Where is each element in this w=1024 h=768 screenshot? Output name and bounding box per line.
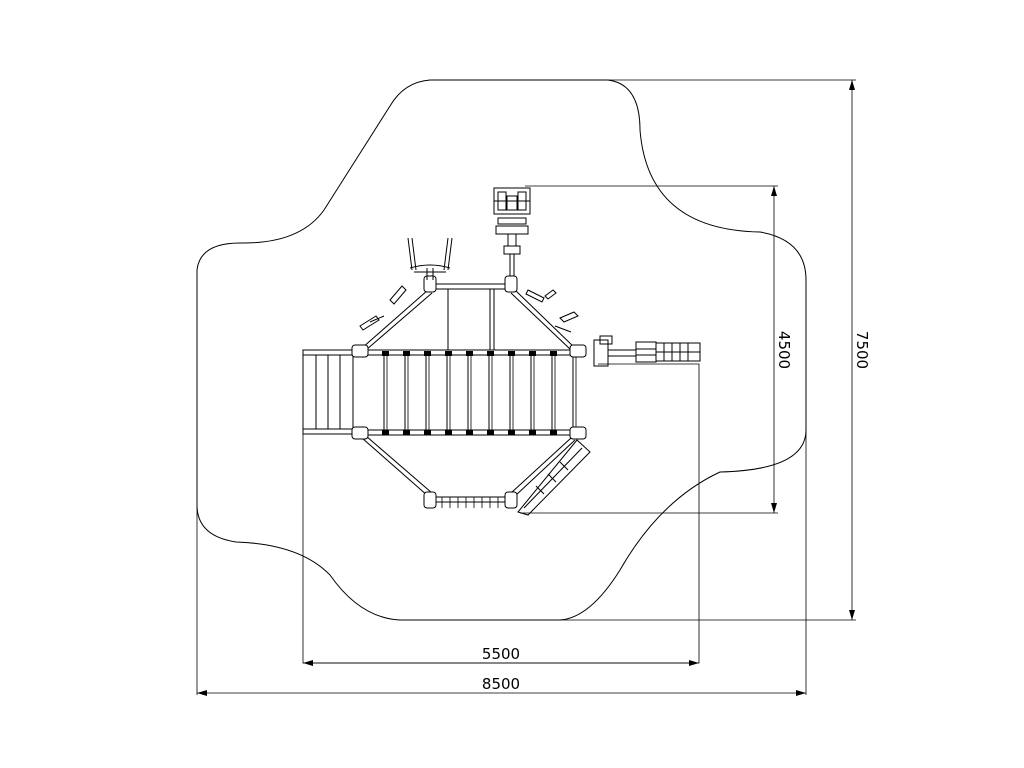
rung-clamp	[529, 351, 536, 356]
extension-lines	[196, 79, 856, 695]
lower-right-slide	[517, 439, 591, 516]
top-left-swing-element	[359, 237, 453, 331]
joint-connectors	[351, 275, 587, 509]
rung-clamp	[403, 430, 410, 435]
rung-clamp	[466, 351, 473, 356]
rung-clamp	[445, 430, 452, 435]
dimension-label-4500: 4500	[775, 331, 793, 369]
octagon-frame	[361, 283, 576, 508]
rung-clamp	[403, 351, 410, 356]
monkey-bars	[360, 349, 580, 436]
rung-clamp	[424, 351, 431, 356]
dimension-overall-width: 8500	[197, 675, 806, 696]
rung-clamp	[424, 430, 431, 435]
rung-clamp	[508, 430, 515, 435]
dimension-label-7500: 7500	[853, 331, 871, 369]
rung-clamp	[487, 430, 494, 435]
rung-clamp	[382, 351, 389, 356]
footprint-boundary	[302, 363, 700, 664]
rung-clamp	[445, 351, 452, 356]
rung-clamp	[487, 351, 494, 356]
rung-clamp	[550, 430, 557, 435]
rung-clamp	[529, 430, 536, 435]
dimension-inner-height: 4500	[771, 186, 793, 513]
dimension-overall-height: 7500	[849, 80, 871, 620]
entry-ladder	[302, 349, 354, 435]
right-upper-handles	[525, 289, 579, 333]
top-center-tower-element	[493, 187, 531, 276]
equipment-structure	[302, 187, 701, 516]
right-bench-element	[593, 335, 701, 367]
rung-clamp	[382, 430, 389, 435]
dimension-label-8500: 8500	[482, 675, 520, 693]
safety-zone-outline	[196, 79, 807, 621]
dimension-label-5500: 5500	[482, 645, 520, 663]
rung-clamp	[550, 351, 557, 356]
rung-clamp	[508, 351, 515, 356]
dimension-inner-width: 5500	[303, 645, 699, 666]
rung-clamp	[466, 430, 473, 435]
